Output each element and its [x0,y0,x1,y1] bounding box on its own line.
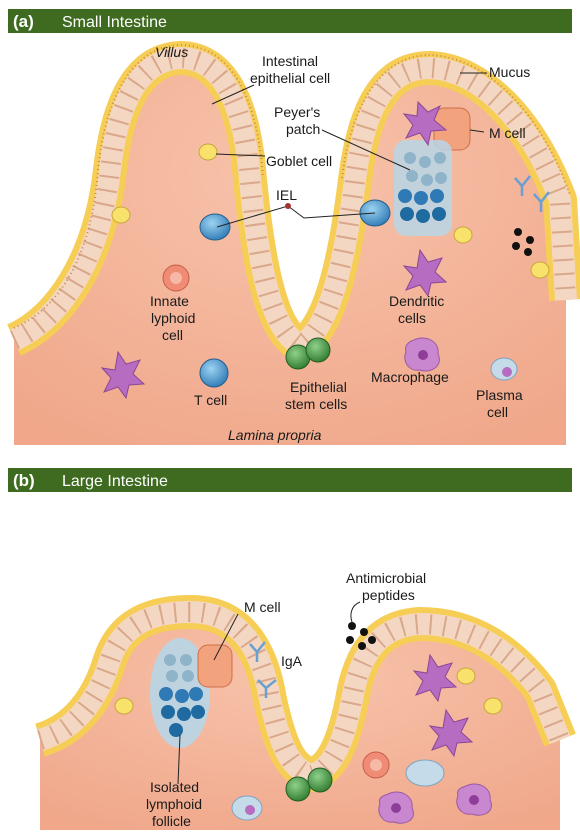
label-peyers-patch-2: patch [286,121,320,137]
label-innate-lymphoid-cell-1: Innate [150,293,189,309]
label-mucus: Mucus [489,64,530,80]
label-antimicrobial-peptides-1: Antimicrobial [346,570,426,586]
panel-b-letter: (b) [13,471,35,490]
plasma-cell-nucleus-b [245,805,255,815]
label-isolated-lymphoid-follicle-3: follicle [152,813,191,829]
label-iga: IgA [281,653,303,669]
label-dendritic-cells-1: Dendritic [389,293,444,309]
goblet-cell [454,227,472,243]
label-isolated-lymphoid-follicle-1: Isolated [150,779,199,795]
panel-a-letter: (a) [13,12,34,31]
label-m-cell-b: M cell [244,599,281,615]
label-innate-lymphoid-cell-2: lyphoid [151,310,195,326]
label-plasma-cell-1: Plasma [476,387,523,403]
epithelial-stem-cell [306,338,330,362]
macrophage-nucleus-b [469,795,479,805]
goblet-cell-b [457,668,475,684]
label-t-cell: T cell [194,392,227,408]
goblet-cell-b [115,698,133,714]
plasma-cell-nucleus [502,367,512,377]
t-cell [200,359,228,387]
label-intestinal-epithelial-cell-1: Intestinal [262,53,318,69]
innate-lymphoid-nucleus [170,272,182,284]
goblet-cell [112,207,130,223]
goblet-cell [531,262,549,278]
label-villus: Villus [155,44,188,60]
label-dendritic-cells-2: cells [398,310,426,326]
label-epithelial-stem-cells-1: Epithelial [290,379,347,395]
panel-a-title: Small Intestine [62,14,167,31]
goblet-cell [199,144,217,160]
macrophage-nucleus-b [391,803,401,813]
label-iel: IEL [276,187,297,203]
panel-b-header: (b) Large Intestine [8,468,572,492]
macrophage-nucleus [418,350,428,360]
label-goblet-cell: Goblet cell [266,153,332,169]
goblet-cell-b [484,698,502,714]
label-antimicrobial-peptides-2: peptides [362,587,415,603]
label-intestinal-epithelial-cell-2: epithelial cell [250,70,330,86]
panel-a-header: (a) Small Intestine [8,9,572,33]
iel-cell [200,214,230,240]
label-lamina-propria: Lamina propria [228,427,322,443]
label-macrophage: Macrophage [371,369,449,385]
label-peyers-patch-1: Peyer's [274,104,320,120]
label-m-cell: M cell [489,125,526,141]
panel-b-tissue [40,612,560,830]
m-cell-b [198,645,232,687]
label-isolated-lymphoid-follicle-2: lymphoid [146,796,202,812]
epithelial-stem-cell-b [308,768,332,792]
plasma-cell-b [406,760,444,786]
panel-b-title: Large Intestine [62,473,168,490]
innate-lymphoid-nucleus-b [370,759,382,771]
label-innate-lymphoid-cell-3: cell [162,327,183,343]
label-epithelial-stem-cells-2: stem cells [285,396,347,412]
label-plasma-cell-2: cell [487,404,508,420]
epithelial-stem-cell-b [286,777,310,801]
